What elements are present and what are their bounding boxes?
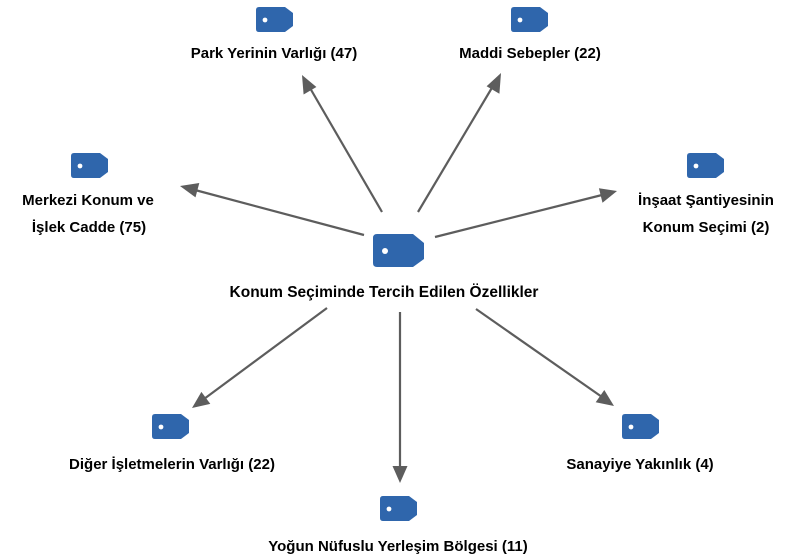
node-label: İnşaat Şantiyesinin	[638, 192, 774, 209]
center-node[interactable]: Konum Seçiminde Tercih Edilen Özellikler	[230, 234, 539, 301]
edge-to-insaat	[434, 188, 617, 239]
node-park[interactable]: Park Yerinin Varlığı (47)	[191, 7, 357, 62]
arrowhead	[486, 73, 501, 94]
arrowhead	[392, 466, 408, 483]
tag-icon	[622, 414, 659, 439]
node-label: Yoğun Nüfuslu Yerleşim Bölgesi (11)	[268, 538, 528, 555]
tag-icon	[380, 496, 417, 521]
node-label: İşlek Cadde (75)	[32, 219, 146, 236]
arrowhead	[192, 391, 211, 408]
node-label: Maddi Sebepler (22)	[459, 45, 601, 62]
arrowhead	[595, 390, 614, 406]
edge-to-merkezi	[180, 183, 365, 237]
node-label: Sanayiye Yakınlık (4)	[566, 456, 713, 473]
node-sanayi[interactable]: Sanayiye Yakınlık (4)	[566, 414, 714, 473]
node-label: Merkezi Konum ve	[22, 192, 154, 209]
node-maddi[interactable]: Maddi Sebepler (22)	[459, 7, 601, 62]
edge-to-park	[302, 75, 383, 213]
tag-icon	[71, 153, 108, 178]
center-label: Konum Seçiminde Tercih Edilen Özellikler	[230, 284, 539, 301]
edges	[180, 73, 617, 483]
node-label: Konum Seçimi (2)	[643, 219, 770, 236]
node-merkezi[interactable]: Merkezi Konum ve İşlek Cadde (75)	[22, 153, 154, 236]
tag-icon	[373, 234, 424, 267]
arrowhead	[598, 188, 617, 203]
node-insaat[interactable]: İnşaat Şantiyesinin Konum Seçimi (2)	[638, 153, 774, 236]
tag-icon	[687, 153, 724, 178]
arrowhead	[180, 183, 200, 198]
tag-icon	[256, 7, 293, 32]
arrowhead	[302, 75, 317, 95]
edge-to-sanayi	[475, 308, 614, 406]
node-diger[interactable]: Diğer İşletmelerin Varlığı (22)	[69, 414, 275, 473]
edge-to-maddi	[417, 73, 501, 213]
edge-to-yogun	[392, 312, 408, 483]
edge-to-diger	[192, 307, 328, 408]
node-label: Diğer İşletmelerin Varlığı (22)	[69, 456, 275, 473]
tag-icon	[152, 414, 189, 439]
node-yogun[interactable]: Yoğun Nüfuslu Yerleşim Bölgesi (11)	[268, 496, 528, 555]
node-label: Park Yerinin Varlığı (47)	[191, 45, 357, 62]
tag-icon	[511, 7, 548, 32]
